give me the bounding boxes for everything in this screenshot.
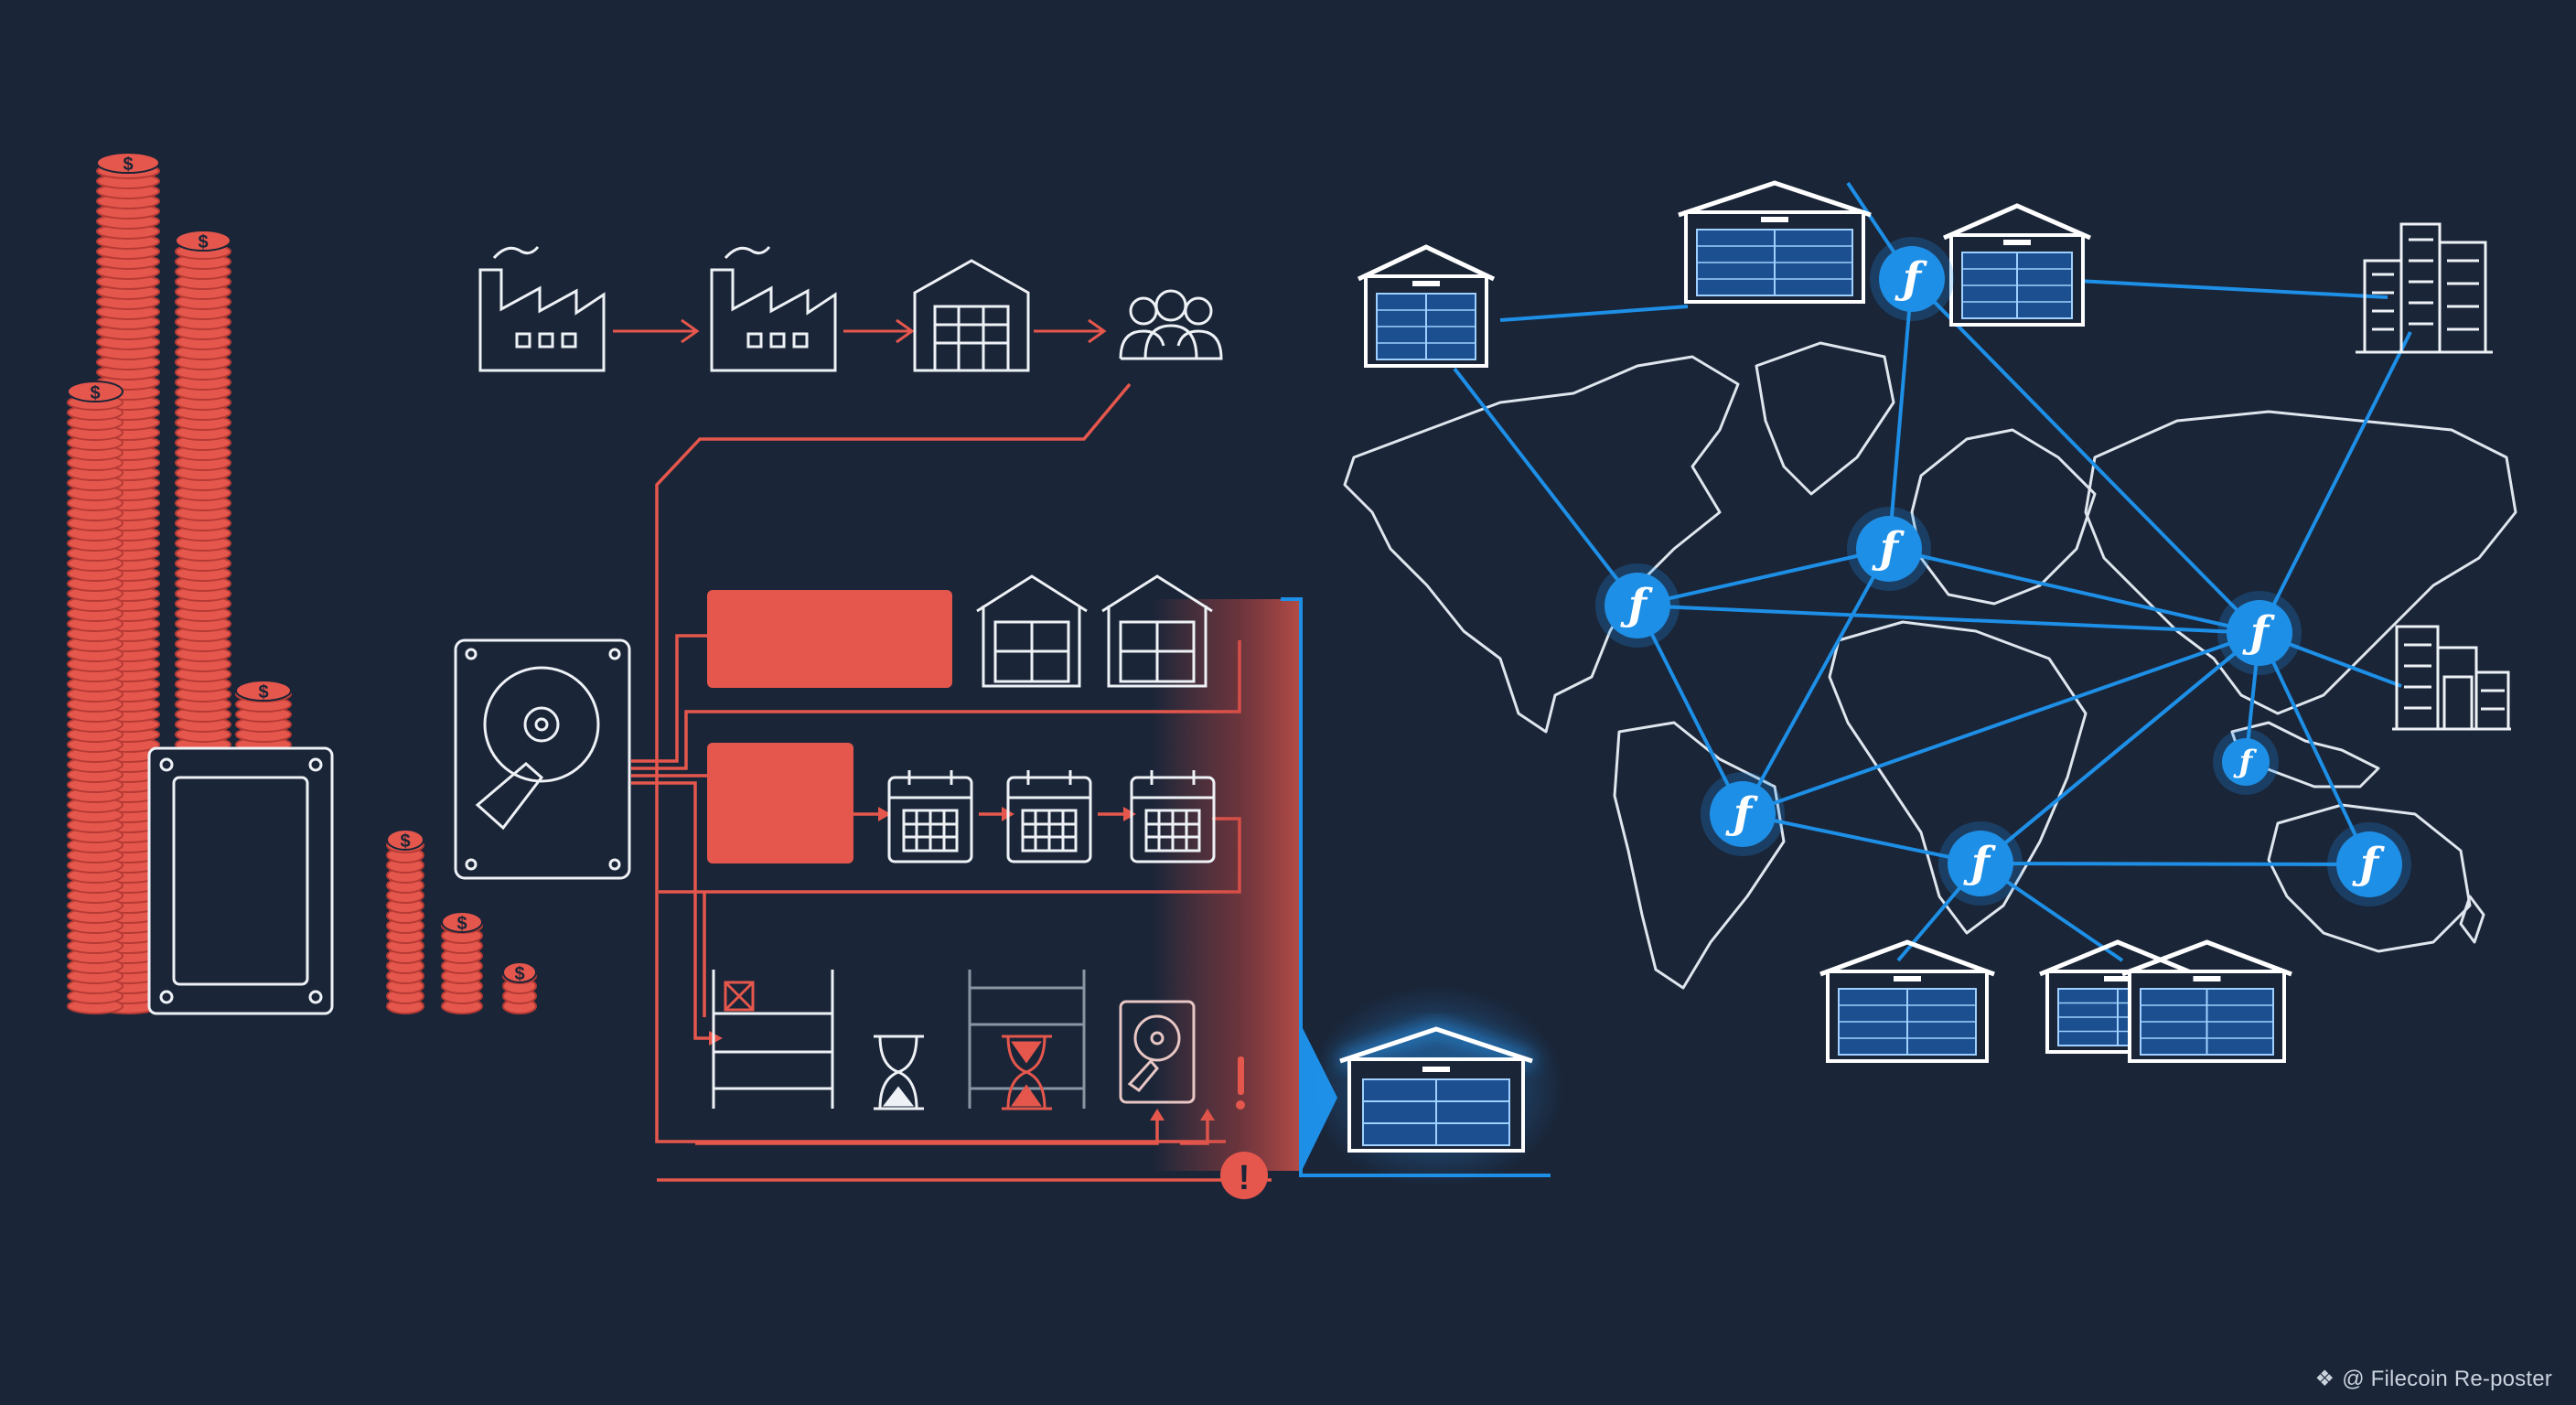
factory-icon	[478, 246, 606, 372]
continent-new-zealand	[2459, 895, 2485, 944]
filecoin-node-icon: ƒ	[2327, 822, 2411, 906]
warehouse-icon	[1819, 939, 1995, 1063]
filecoin-node-icon: ƒ	[2213, 729, 2279, 795]
storage-row-3	[712, 970, 1196, 1110]
watermark: ❖ @ Filecoin Re-poster	[2315, 1366, 2553, 1392]
coin-stack-icon: $	[441, 911, 483, 1014]
dollar-symbol: $	[123, 155, 133, 175]
warehouse-icon	[976, 574, 1088, 688]
storage-row-2	[887, 770, 1216, 863]
dollar-symbol: $	[198, 232, 208, 252]
dollar-symbol: $	[514, 964, 524, 984]
watermark-text: @ Filecoin Re-poster	[2342, 1366, 2552, 1391]
filecoin-node-icon: ƒ	[1701, 772, 1785, 856]
alert-exclamation-icon	[1236, 1056, 1245, 1110]
hourglass-icon	[1002, 1035, 1052, 1110]
filecoin-node-icon: ƒ	[1595, 563, 1680, 648]
office-building-icon	[2356, 222, 2493, 354]
alert-badge-symbol: !	[1239, 1159, 1250, 1197]
people-icon	[1119, 289, 1223, 360]
filecoin-node-icon: ƒ	[1938, 821, 2023, 906]
continent-africa	[1828, 620, 2088, 935]
continent-south-america	[1613, 721, 1786, 990]
supply-chain-row	[478, 246, 1223, 372]
continent-europe	[1910, 428, 2097, 606]
warehouse-icon	[1357, 244, 1496, 368]
arrow-icon	[843, 318, 915, 344]
calendar-icon	[1130, 770, 1216, 863]
calendar-icon	[1006, 770, 1092, 863]
red-label-block-top	[707, 590, 952, 688]
arrow-icon	[613, 318, 700, 344]
highlighted-warehouse-icon	[1308, 986, 1564, 1187]
warehouse-icon	[1101, 574, 1213, 688]
dollar-symbol: $	[258, 682, 268, 702]
warehouse-icon	[1942, 203, 2092, 327]
ssd-drive-icon	[147, 746, 334, 1015]
arrow-icon	[1034, 318, 1107, 344]
alert-badge-icon: !	[1220, 1152, 1268, 1199]
calendar-icon	[887, 770, 973, 863]
hard-drive-icon	[454, 638, 631, 880]
filecoin-node-icon: ƒ	[1870, 237, 1954, 321]
dollar-symbol: $	[90, 383, 100, 403]
factory-icon	[710, 246, 837, 372]
dollar-symbol: $	[456, 914, 467, 934]
dollar-symbol: $	[400, 831, 410, 852]
continent-australia	[2267, 803, 2472, 953]
office-building-icon	[2392, 625, 2511, 731]
shelf-icon	[712, 970, 834, 1109]
network-lines	[1453, 181, 2412, 962]
storage-row-1	[976, 574, 1213, 688]
failed-drive-icon	[1119, 1000, 1196, 1104]
continent-asia	[2084, 410, 2517, 715]
coin-stack-icon: $	[386, 829, 424, 1014]
watermark-logo-icon: ❖	[2314, 1367, 2335, 1391]
red-glow-panel	[1153, 599, 1299, 1171]
red-label-block-middle	[707, 743, 853, 863]
warehouse-icon	[913, 259, 1030, 372]
hourglass-icon	[874, 1035, 924, 1110]
continent-greenland	[1755, 341, 1895, 496]
warehouse-icon	[1678, 180, 1872, 304]
filecoin-node-icon: ƒ	[1847, 507, 1931, 591]
coin-stacks: $ $ $ $ $ $ $	[67, 152, 537, 1014]
map-warehouses	[1357, 180, 2292, 1063]
warehouse-icon	[2121, 939, 2292, 1063]
continent-north-america	[1343, 355, 1740, 734]
coin-stack-icon: $	[502, 961, 537, 1014]
filecoin-node-icon: ƒ	[2217, 591, 2302, 675]
coin-stack-icon: $	[67, 381, 123, 1014]
red-arrowheads	[709, 627, 1215, 1121]
